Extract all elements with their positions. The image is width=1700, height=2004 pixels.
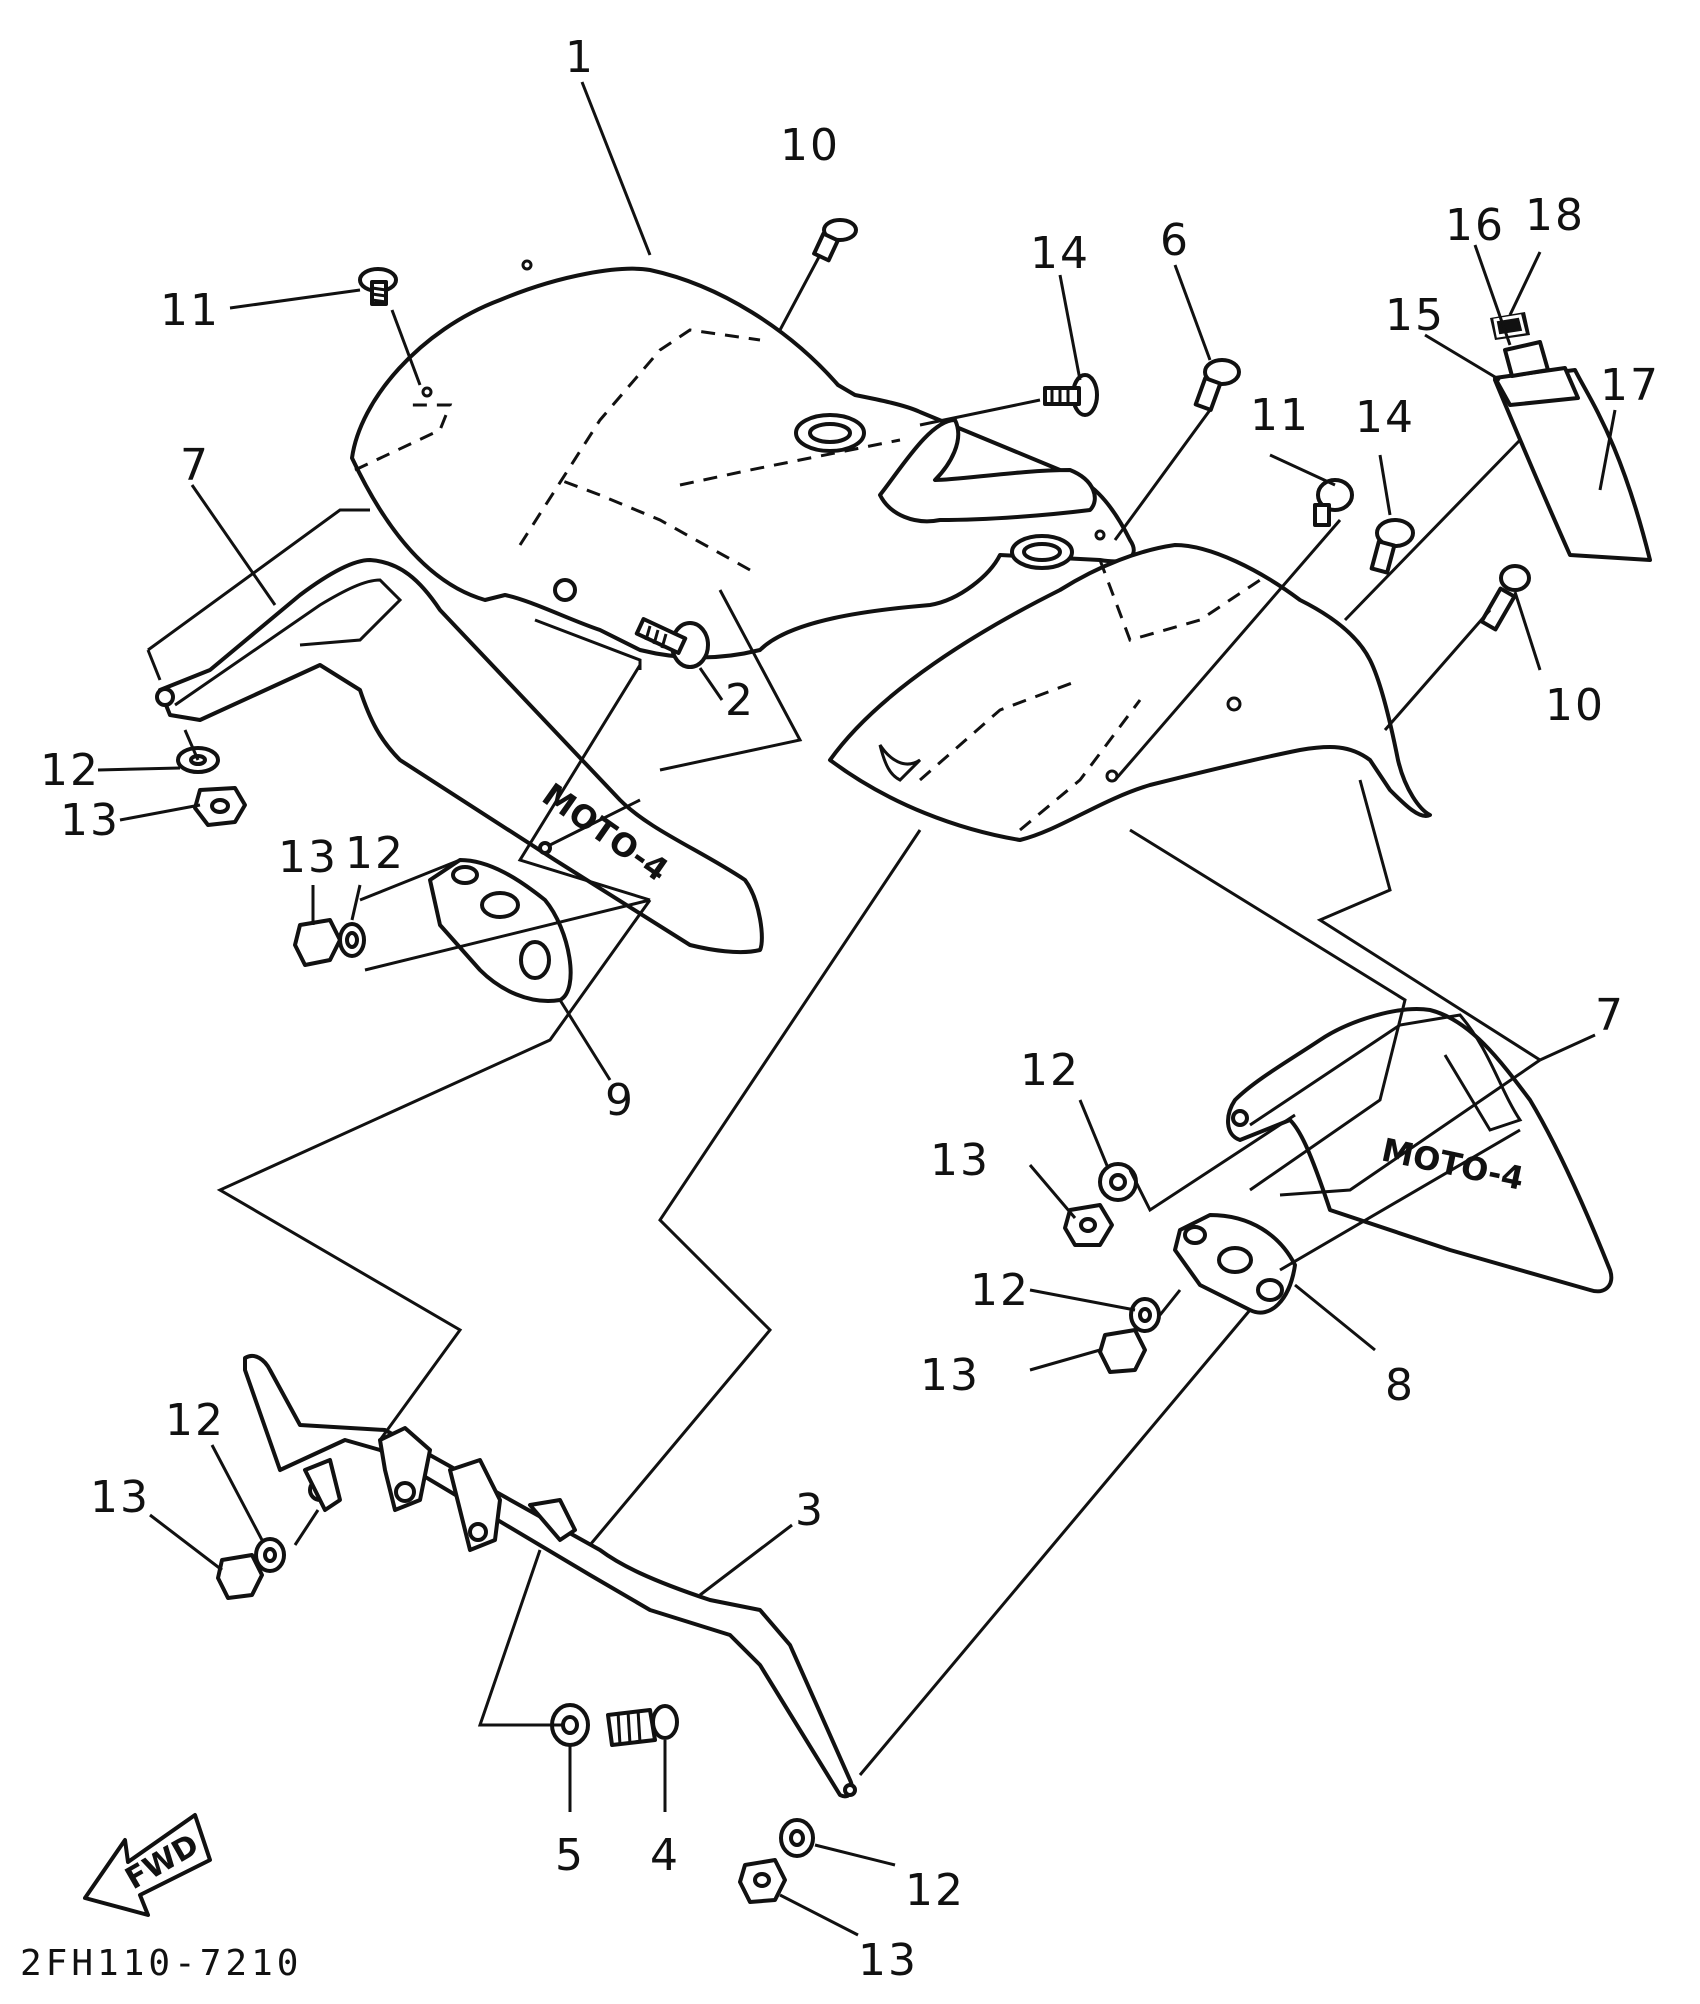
catalog-number: 2FH110-7210 [20, 1943, 302, 1984]
label-plate-15-18 [1490, 312, 1652, 562]
callout-3: 3 [795, 1485, 825, 1536]
callout-7-left: 7 [180, 440, 210, 491]
nut-13-d [1098, 1328, 1147, 1374]
callout-13-f: 13 [858, 1935, 918, 1986]
callout-9: 9 [605, 1075, 635, 1126]
bolt-10-right [1479, 564, 1531, 632]
screw-6 [1193, 358, 1241, 412]
callout-leaders [97, 81, 1617, 1937]
callout-18: 18 [1525, 190, 1585, 241]
screw-14-top [1043, 373, 1099, 417]
washer-12-f [779, 1818, 815, 1858]
callout-11-left: 11 [160, 285, 220, 336]
assembly-lines [146, 254, 1541, 1776]
washer-12-d [1129, 1297, 1161, 1333]
callout-13-b: 13 [278, 832, 338, 883]
screw-14-right [1369, 518, 1415, 575]
stay-3 [243, 1353, 857, 1799]
callout-12-b: 12 [345, 828, 405, 879]
front-fender-part-1 [350, 259, 1432, 842]
screw-11-right [1313, 478, 1354, 527]
callout-14-top: 14 [1030, 228, 1090, 279]
forward-direction-arrow: FWD [83, 1813, 212, 1917]
callout-8: 8 [1385, 1360, 1415, 1411]
plate-9 [428, 858, 573, 1003]
nut-13-e [216, 1553, 264, 1600]
callout-1: 1 [565, 32, 595, 83]
callout-13-e: 13 [90, 1472, 150, 1523]
callout-12-f: 12 [905, 1865, 965, 1916]
washer-12-b [338, 922, 366, 958]
callout-11-right: 11 [1250, 390, 1310, 441]
callout-13-d: 13 [920, 1350, 980, 1401]
callout-10-top: 10 [780, 120, 840, 171]
callout-15: 15 [1385, 290, 1445, 341]
callout-12-d: 12 [970, 1265, 1030, 1316]
nut-13-b [293, 918, 342, 967]
nut-13-a [193, 786, 247, 827]
callout-13-a: 13 [60, 795, 120, 846]
callout-17: 17 [1600, 360, 1660, 411]
washer-12-e [254, 1537, 286, 1573]
callout-12-e: 12 [165, 1395, 225, 1446]
callout-numbers: 1 10 11 14 6 11 14 16 18 15 17 10 7 2 12… [40, 32, 1660, 1986]
callout-14-right: 14 [1355, 392, 1415, 443]
nut-13-f [738, 1858, 787, 1904]
callout-2: 2 [725, 675, 755, 726]
plate-8 [1173, 1213, 1297, 1315]
callout-12-c: 12 [1020, 1045, 1080, 1096]
callout-12-a: 12 [40, 745, 100, 796]
callout-16: 16 [1445, 200, 1505, 251]
callout-6: 6 [1160, 215, 1190, 266]
callout-10-right: 10 [1545, 680, 1605, 731]
callout-5: 5 [555, 1830, 585, 1881]
washer-12-c [1098, 1162, 1138, 1202]
screw-11-left [358, 267, 398, 306]
callout-4: 4 [650, 1830, 680, 1881]
bolt-4 [606, 1704, 679, 1747]
callout-7-right: 7 [1595, 990, 1625, 1041]
screw-10-top [812, 218, 858, 263]
bolt-2 [634, 617, 710, 669]
side-panel-7-right: MOTO-4 [1226, 1007, 1614, 1294]
nut-13-c [1063, 1203, 1114, 1247]
callout-13-c: 13 [930, 1135, 990, 1186]
